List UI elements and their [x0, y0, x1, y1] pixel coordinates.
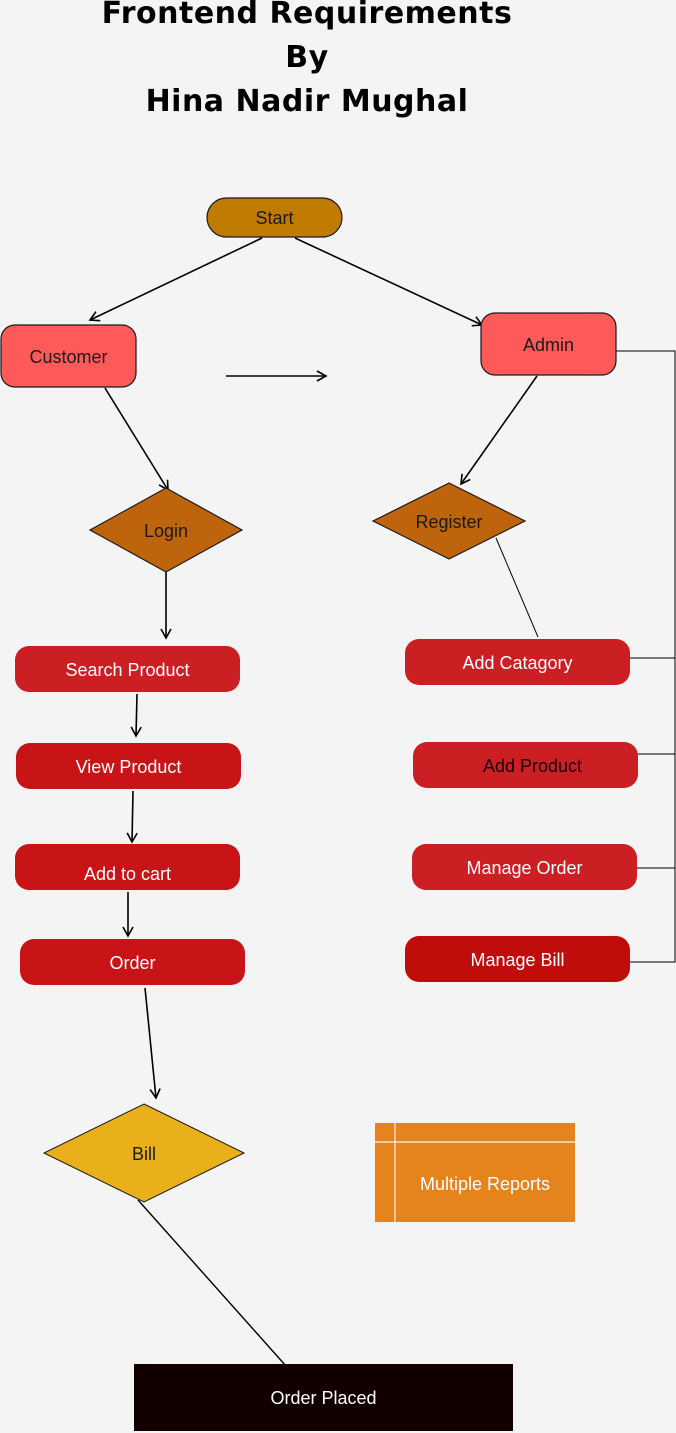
arrow-admin-to-register: [460, 375, 538, 486]
manage-bill-node: Manage Bill: [405, 936, 630, 982]
start-node: Start: [206, 197, 343, 238]
view-product-label: View Product: [76, 757, 182, 777]
search-product-label: Search Product: [65, 660, 189, 680]
search-product-node: Search Product: [15, 646, 240, 692]
add-product-node: Add Product: [413, 742, 638, 788]
title-line-1: Frontend Requirements: [101, 0, 513, 31]
multiple-reports-label: Multiple Reports: [420, 1174, 550, 1194]
add-to-cart-node: Add to cart: [15, 844, 240, 890]
login-label: Login: [144, 521, 188, 541]
arrow-search-to-view: [130, 693, 142, 738]
bill-node: Bill: [42, 1103, 246, 1203]
line-bill-to-order-placed: [137, 1199, 287, 1367]
bill-label: Bill: [132, 1144, 156, 1164]
connectors: [88, 237, 676, 1367]
register-label: Register: [415, 512, 482, 532]
manage-order-label: Manage Order: [466, 858, 582, 878]
manage-order-node: Manage Order: [412, 844, 637, 890]
add-to-cart-label: Add to cart: [84, 864, 171, 884]
arrow-start-to-admin: [294, 237, 484, 327]
order-placed-node: Order Placed: [134, 1364, 513, 1431]
arrow-order-to-bill: [144, 987, 161, 1100]
register-node: Register: [371, 482, 527, 560]
admin-label: Admin: [523, 335, 574, 355]
order-placed-label: Order Placed: [270, 1388, 376, 1408]
order-node: Order: [20, 939, 245, 985]
view-product-node: View Product: [16, 743, 241, 789]
title-line-2: By: [285, 40, 329, 75]
add-product-label: Add Product: [483, 756, 582, 776]
add-category-label: Add Catagory: [462, 653, 572, 673]
multiple-reports-node: Multiple Reports: [375, 1123, 575, 1222]
customer-node: Customer: [0, 324, 137, 388]
customer-label: Customer: [29, 347, 107, 367]
arrow-customer-to-login: [104, 387, 169, 492]
order-label: Order: [109, 953, 155, 973]
line-register-to-add-category: [495, 537, 539, 638]
admin-bracket: [616, 350, 676, 963]
title-line-3: Hina Nadir Mughal: [145, 84, 469, 119]
start-label: Start: [255, 208, 293, 228]
arrow-start-to-customer: [88, 237, 263, 322]
login-node: Login: [88, 487, 244, 573]
arrow-view-to-cart: [126, 790, 138, 844]
manage-bill-label: Manage Bill: [470, 950, 564, 970]
add-category-node: Add Catagory: [405, 639, 630, 685]
admin-node: Admin: [480, 312, 617, 376]
